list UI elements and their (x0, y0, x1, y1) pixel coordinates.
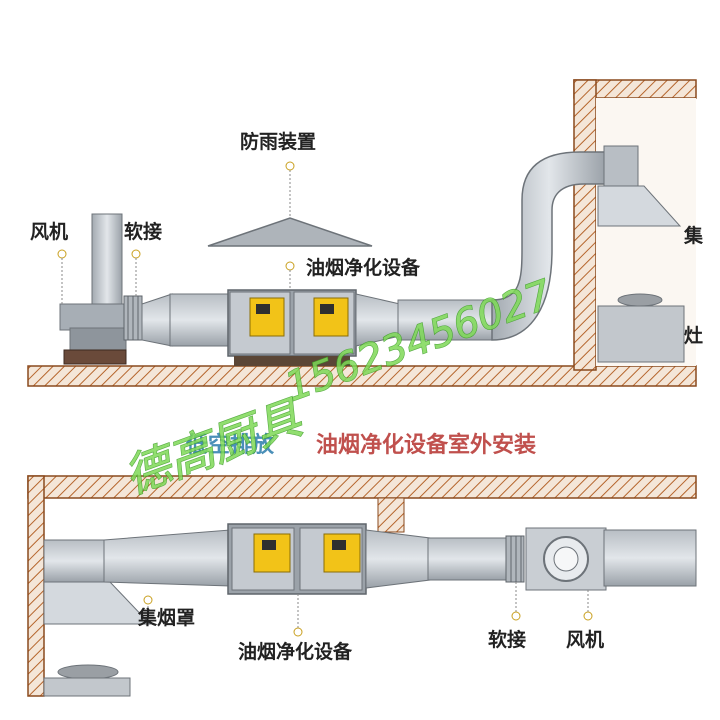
fan-bottom (525, 527, 697, 591)
fan-top (59, 213, 127, 365)
stove-top (597, 293, 685, 363)
label-fan-top: 风机 (30, 221, 68, 243)
duct-bottom-right (427, 537, 507, 581)
label-hood-bottom: 集烟罩 (137, 606, 195, 629)
leader-dot-purifier-bottom (293, 627, 303, 637)
duct-reducer-bottom-left (103, 529, 231, 587)
label-purifier-top: 油烟净化设备 (306, 256, 421, 279)
leader-dot-fan-bottom (583, 611, 593, 621)
duct-reducer-left-top (141, 293, 173, 347)
leader-dot-fan-top (57, 249, 67, 259)
purifier-bottom (227, 523, 367, 595)
ceiling-wall-left (27, 475, 45, 697)
leader-dot-soft-joint-top (131, 249, 141, 259)
label-purifier-bottom: 油烟净化设备 (238, 640, 353, 663)
soft-joint-bottom (505, 535, 525, 583)
wall-opening (377, 497, 405, 533)
soft-joint-top (123, 295, 143, 341)
label-hood-top-partial: 集 (683, 224, 704, 247)
range-hood-bottom (43, 539, 152, 625)
leader-dot-purifier-top (285, 261, 295, 271)
label-soft-joint-bottom: 软接 (488, 628, 526, 651)
duct-reducer-bottom-right (365, 529, 431, 589)
caption-low-emission: 低空排放 (185, 432, 275, 458)
rain-cover (207, 170, 373, 247)
leader-dot-soft-joint-bottom (511, 611, 521, 621)
leader-dot-hood-bottom (143, 595, 153, 605)
ground-slab (27, 365, 697, 387)
label-rain-cover: 防雨装置 (240, 130, 316, 153)
purifier-top (227, 289, 357, 366)
duct-bend (491, 151, 607, 341)
label-fan-bottom: 风机 (566, 629, 604, 651)
duct-top-right (397, 299, 495, 341)
stove-bottom (43, 664, 131, 697)
label-stove-top-partial: 灶 (684, 324, 703, 347)
range-hood-top (597, 145, 682, 227)
bottom-scene (27, 475, 697, 697)
top-scene (27, 79, 697, 387)
duct-top-left (169, 293, 231, 347)
label-soft-joint-top: 软接 (124, 220, 162, 243)
leader-dot-rain-cover (285, 161, 295, 171)
caption-outdoor-install: 油烟净化设备室外安装 (316, 432, 536, 458)
